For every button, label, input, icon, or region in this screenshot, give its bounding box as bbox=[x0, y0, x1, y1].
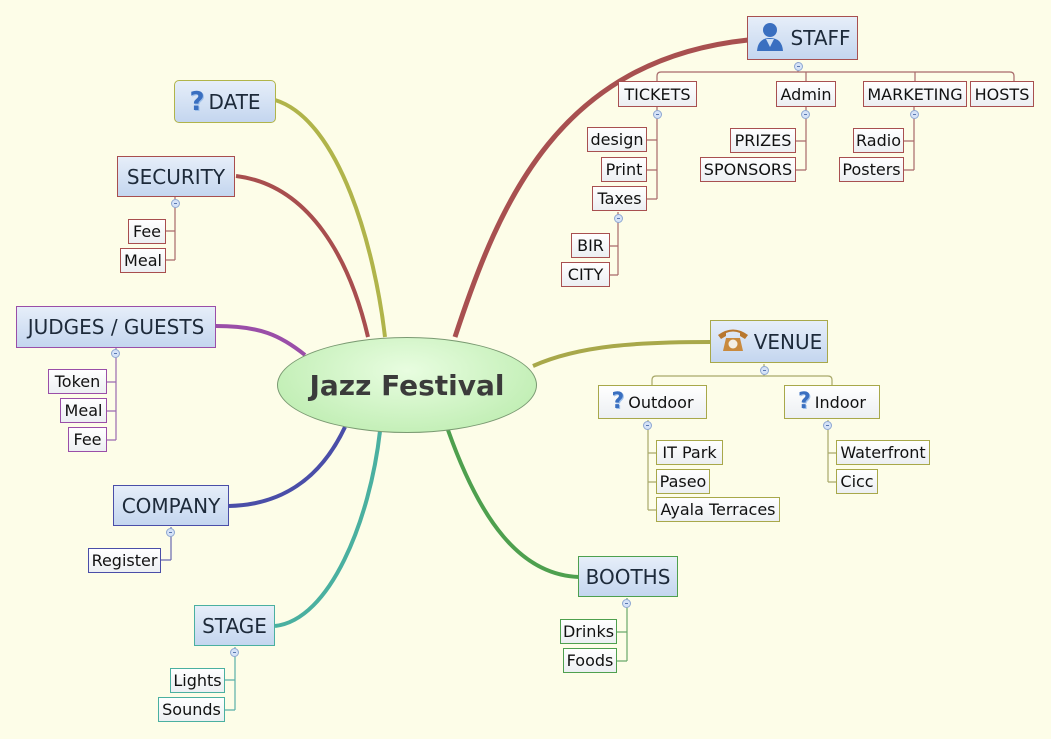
topic-judges-label: JUDGES / GUESTS bbox=[27, 315, 205, 339]
booths-drinks[interactable]: Drinks bbox=[560, 619, 617, 644]
judges-fee[interactable]: Fee bbox=[68, 427, 107, 452]
judges-token[interactable]: Token bbox=[48, 369, 107, 394]
user-icon bbox=[754, 20, 786, 57]
topic-booths-label: BOOTHS bbox=[585, 564, 671, 589]
venue-indoor[interactable]: ? Indoor bbox=[784, 385, 880, 419]
collapse-company-button[interactable] bbox=[166, 528, 175, 537]
staff-admin[interactable]: Admin bbox=[776, 81, 836, 107]
leaf-label: Print bbox=[605, 160, 643, 179]
venue-outdoor[interactable]: ? Outdoor bbox=[598, 385, 707, 419]
collapse-outdoor-button[interactable] bbox=[643, 421, 652, 430]
topic-date-label: DATE bbox=[208, 89, 261, 114]
sub-label: MARKETING bbox=[867, 84, 963, 104]
indoor-waterfront[interactable]: Waterfront bbox=[836, 440, 930, 465]
tickets-taxes[interactable]: Taxes bbox=[592, 186, 647, 211]
question-icon: ? bbox=[189, 86, 205, 117]
outdoor-it-park[interactable]: IT Park bbox=[656, 440, 723, 465]
sub-label: Indoor bbox=[814, 392, 866, 412]
leaf-label: Posters bbox=[842, 160, 901, 179]
sub-label: Outdoor bbox=[628, 392, 694, 412]
collapse-taxes-button[interactable] bbox=[614, 214, 623, 223]
leaf-label: Register bbox=[91, 551, 158, 570]
outdoor-ayala-terraces[interactable]: Ayala Terraces bbox=[656, 497, 780, 522]
collapse-admin-button[interactable] bbox=[801, 110, 810, 119]
tickets-design[interactable]: design bbox=[587, 127, 647, 152]
staff-hosts[interactable]: HOSTS bbox=[970, 81, 1034, 107]
question-icon: ? bbox=[798, 389, 811, 414]
collapse-booths-button[interactable] bbox=[622, 599, 631, 608]
taxes-city[interactable]: CITY bbox=[561, 262, 610, 287]
staff-marketing[interactable]: MARKETING bbox=[863, 81, 967, 107]
topic-date[interactable]: ? DATE bbox=[174, 80, 276, 123]
collapse-staff-button[interactable] bbox=[794, 62, 803, 71]
leaf-label: Meal bbox=[124, 251, 162, 270]
leaf-label: SPONSORS bbox=[703, 160, 793, 179]
marketing-radio[interactable]: Radio bbox=[853, 128, 904, 153]
security-fee[interactable]: Fee bbox=[128, 219, 166, 244]
admin-sponsors[interactable]: SPONSORS bbox=[700, 157, 796, 182]
leaf-label: Lights bbox=[173, 671, 222, 690]
company-register[interactable]: Register bbox=[88, 548, 161, 573]
stage-lights[interactable]: Lights bbox=[170, 668, 225, 693]
topic-staff-label: STAFF bbox=[790, 26, 851, 50]
topic-venue[interactable]: VENUE bbox=[710, 320, 828, 363]
leaf-label: Drinks bbox=[562, 622, 615, 641]
leaf-label: Sounds bbox=[162, 700, 221, 719]
topic-judges-guests[interactable]: JUDGES / GUESTS bbox=[16, 306, 216, 348]
leaf-label: PRIZES bbox=[734, 131, 792, 150]
leaf-label: BIR bbox=[577, 236, 604, 255]
marketing-posters[interactable]: Posters bbox=[839, 157, 904, 182]
leaf-label: Ayala Terraces bbox=[660, 500, 776, 519]
topic-staff[interactable]: STAFF bbox=[747, 16, 858, 60]
booths-foods[interactable]: Foods bbox=[563, 648, 617, 673]
sub-label: TICKETS bbox=[624, 84, 691, 104]
topic-security-label: SECURITY bbox=[126, 164, 226, 189]
leaf-label: CITY bbox=[567, 265, 604, 284]
leaf-label: Paseo bbox=[659, 472, 707, 491]
leaf-label: Foods bbox=[566, 651, 614, 670]
leaf-label: IT Park bbox=[662, 443, 717, 462]
telephone-icon bbox=[716, 326, 750, 357]
central-topic[interactable]: Jazz Festival bbox=[277, 337, 537, 433]
collapse-venue-button[interactable] bbox=[760, 366, 769, 375]
collapse-stage-button[interactable] bbox=[230, 648, 239, 657]
leaf-label: Radio bbox=[856, 131, 901, 150]
judges-meal[interactable]: Meal bbox=[60, 398, 107, 423]
admin-prizes[interactable]: PRIZES bbox=[730, 128, 796, 153]
question-icon: ? bbox=[611, 389, 625, 414]
collapse-indoor-button[interactable] bbox=[823, 421, 832, 430]
topic-company[interactable]: COMPANY bbox=[113, 485, 229, 526]
collapse-marketing-button[interactable] bbox=[910, 110, 919, 119]
leaf-label: Fee bbox=[132, 222, 161, 241]
leaf-label: Waterfront bbox=[840, 443, 926, 462]
tickets-print[interactable]: Print bbox=[601, 157, 647, 182]
topic-security[interactable]: SECURITY bbox=[117, 156, 235, 197]
collapse-tickets-button[interactable] bbox=[653, 110, 662, 119]
security-meal[interactable]: Meal bbox=[120, 248, 166, 273]
collapse-security-button[interactable] bbox=[171, 199, 180, 208]
indoor-cicc[interactable]: Cicc bbox=[836, 469, 878, 494]
topic-company-label: COMPANY bbox=[121, 493, 221, 518]
taxes-bir[interactable]: BIR bbox=[571, 233, 610, 258]
sub-label: HOSTS bbox=[974, 84, 1030, 104]
sub-label: Admin bbox=[780, 84, 832, 104]
leaf-label: Cicc bbox=[840, 472, 874, 491]
topic-stage[interactable]: STAGE bbox=[194, 605, 275, 646]
topic-stage-label: STAGE bbox=[202, 613, 267, 638]
collapse-judges-button[interactable] bbox=[111, 349, 120, 358]
leaf-label: Token bbox=[54, 372, 101, 391]
topic-booths[interactable]: BOOTHS bbox=[578, 556, 678, 597]
leaf-label: Meal bbox=[64, 401, 103, 420]
leaf-label: Taxes bbox=[597, 189, 642, 208]
stage-sounds[interactable]: Sounds bbox=[158, 697, 225, 722]
leaf-label: design bbox=[590, 130, 644, 149]
topic-venue-label: VENUE bbox=[753, 329, 823, 354]
outdoor-paseo[interactable]: Paseo bbox=[656, 469, 710, 494]
leaf-label: Fee bbox=[73, 430, 102, 449]
staff-tickets[interactable]: TICKETS bbox=[618, 81, 697, 107]
